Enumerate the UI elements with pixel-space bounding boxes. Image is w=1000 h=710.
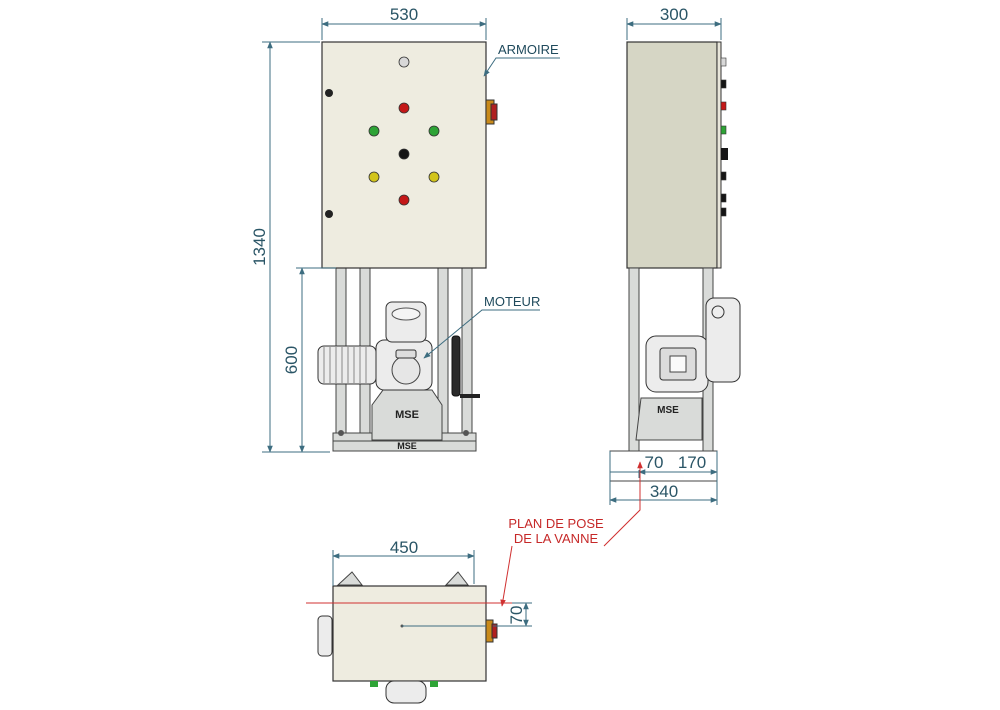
cabinet-hinge (325, 210, 333, 218)
bolt (463, 430, 469, 436)
label-motor: MOTEUR (484, 294, 540, 309)
side-indicator-knobs (720, 57, 728, 217)
dimension-base-depth: 340 (650, 482, 678, 501)
cabinet-side (626, 41, 718, 269)
top-bracket (336, 571, 364, 586)
actuator-cover (391, 307, 421, 321)
dimension-total-height: 1340 (250, 228, 269, 266)
white-indicator-light (398, 56, 410, 68)
side-selector-switch (721, 148, 728, 160)
dimension-top-offset: 70 (507, 606, 526, 625)
brand-mark: MSE (395, 409, 419, 421)
front-gearbox (371, 389, 443, 441)
green-indicator-light (428, 125, 440, 137)
label-valve-plane-line2: DE LA VANNE (514, 531, 599, 546)
yellow-indicator-light (368, 171, 380, 183)
red-indicator-light (398, 194, 410, 206)
yellow-indicator-light (428, 171, 440, 183)
brand-mark: MSE (657, 405, 679, 416)
handwheel (451, 335, 461, 397)
top-green-knob (430, 681, 438, 687)
front-frame-post (461, 267, 473, 441)
main-switch-handle (490, 103, 498, 121)
motor-body (317, 345, 377, 385)
actuator-window (395, 349, 417, 359)
top-view (317, 571, 498, 704)
black-side-knob (720, 193, 727, 203)
side-gearbox (635, 397, 703, 441)
side-actuator-plate (669, 355, 687, 373)
top-actuator (385, 680, 427, 704)
side-motor-cap (711, 305, 725, 319)
front-base-rail (332, 440, 477, 452)
dimension-top-width: 450 (390, 538, 418, 557)
dimension-offset-back: 170 (678, 453, 706, 472)
label-cabinet: ARMOIRE (498, 42, 559, 57)
dimension-offset-front: 70 (645, 453, 664, 472)
top-bracket (444, 571, 470, 586)
dimension-cabinet-width: 530 (390, 5, 418, 24)
indicator-lights (368, 56, 440, 206)
black-side-knob (720, 171, 727, 181)
bolt (338, 430, 344, 436)
green-side-knob (720, 125, 727, 135)
brand-mark: MSE (397, 441, 417, 451)
actuator-position-indicator (391, 355, 421, 385)
dimension-frame-height: 600 (282, 346, 301, 374)
dimension-lines (262, 18, 722, 627)
red-indicator-light (398, 102, 410, 114)
front-view: MSE MSE (317, 41, 498, 452)
cabinet-top (332, 585, 487, 682)
red-side-knob (720, 101, 727, 111)
top-main-switch-handle (491, 623, 498, 639)
cabinet-door-edge (716, 41, 722, 269)
dimension-cabinet-depth: 300 (660, 5, 688, 24)
top-motor-end (317, 615, 333, 657)
black-side-knob (720, 207, 727, 217)
black-indicator-light (398, 148, 410, 160)
green-indicator-light (368, 125, 380, 137)
label-valve-plane-line1: PLAN DE POSE (508, 516, 604, 531)
side-motor (705, 297, 741, 383)
black-side-knob (720, 79, 727, 89)
side-view: MSE (609, 41, 741, 482)
cabinet-hinge (325, 89, 333, 97)
white-side-knob (720, 57, 727, 67)
top-green-knob (370, 681, 378, 687)
